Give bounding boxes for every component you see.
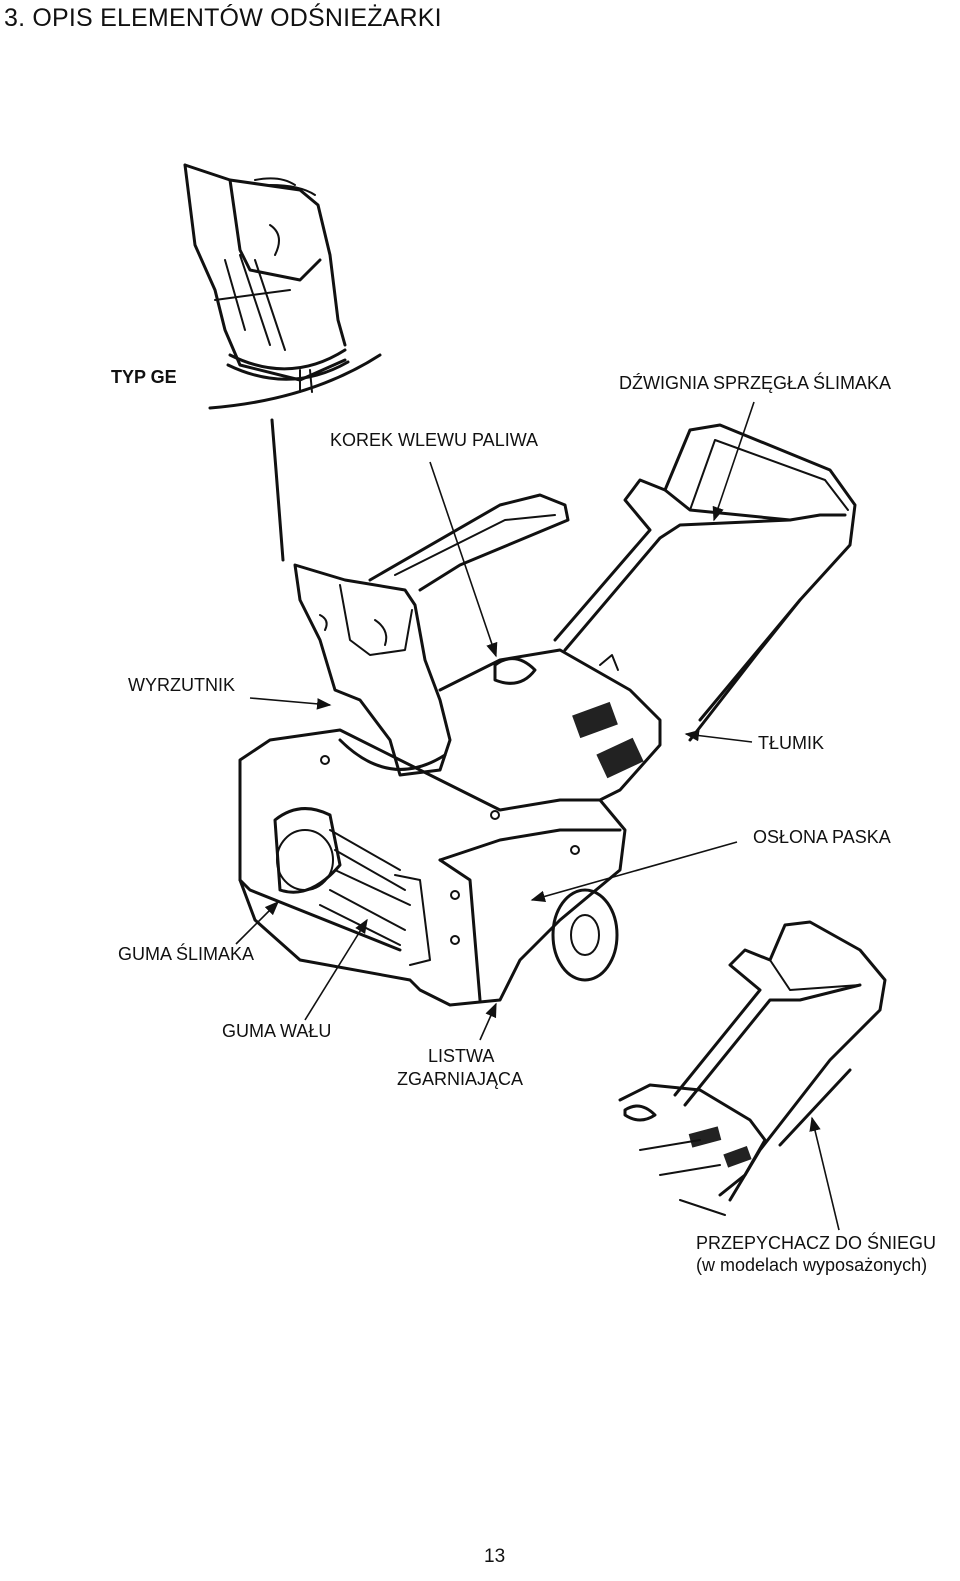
arrow-dzwignia <box>712 401 755 522</box>
label-korek-wlewu: KOREK WLEWU PALIWA <box>330 430 539 450</box>
label-oslona-paska: OSŁONA PASKA <box>753 827 891 847</box>
snowblower-main <box>238 423 857 1007</box>
label-dzwignia-sprzegla: DŹWIGNIA SPRZĘGŁA ŚLIMAKA <box>619 373 892 393</box>
label-wyrzutnik: WYRZUTNIK <box>128 675 235 695</box>
label-typ-ge: TYP GE <box>111 367 177 387</box>
page-title: 3. OPIS ELEMENTÓW ODŚNIEŻARKI <box>4 4 442 32</box>
label-tlumik: TŁUMIK <box>758 733 825 753</box>
label-przepychacz-line1: PRZEPYCHACZ DO ŚNIEGU <box>696 1233 937 1253</box>
arrow-korek <box>429 461 498 658</box>
label-listwa-line1: LISTWA <box>428 1046 495 1066</box>
arrow-wyrzutnik <box>249 697 332 710</box>
push-bar-detail <box>618 920 887 1216</box>
arrow-tlumik <box>684 729 753 743</box>
page-number: 13 <box>484 1546 506 1567</box>
label-guma-slimaka: GUMA ŚLIMAKA <box>118 944 255 964</box>
arrow-przepychacz <box>809 1116 840 1231</box>
label-guma-walu: GUMA WAŁU <box>222 1021 332 1041</box>
callout-arrows <box>235 401 840 1231</box>
arrow-guma-walu <box>304 918 368 1021</box>
arrow-listwa <box>479 1002 497 1041</box>
ge-chute-detail <box>183 163 382 562</box>
label-przepychacz-line2: (w modelach wyposażonych) <box>696 1255 928 1275</box>
arrow-oslona <box>530 841 738 903</box>
arrow-guma-slimaka <box>235 900 280 945</box>
label-listwa-line2: ZGARNIAJĄCA <box>397 1069 524 1089</box>
